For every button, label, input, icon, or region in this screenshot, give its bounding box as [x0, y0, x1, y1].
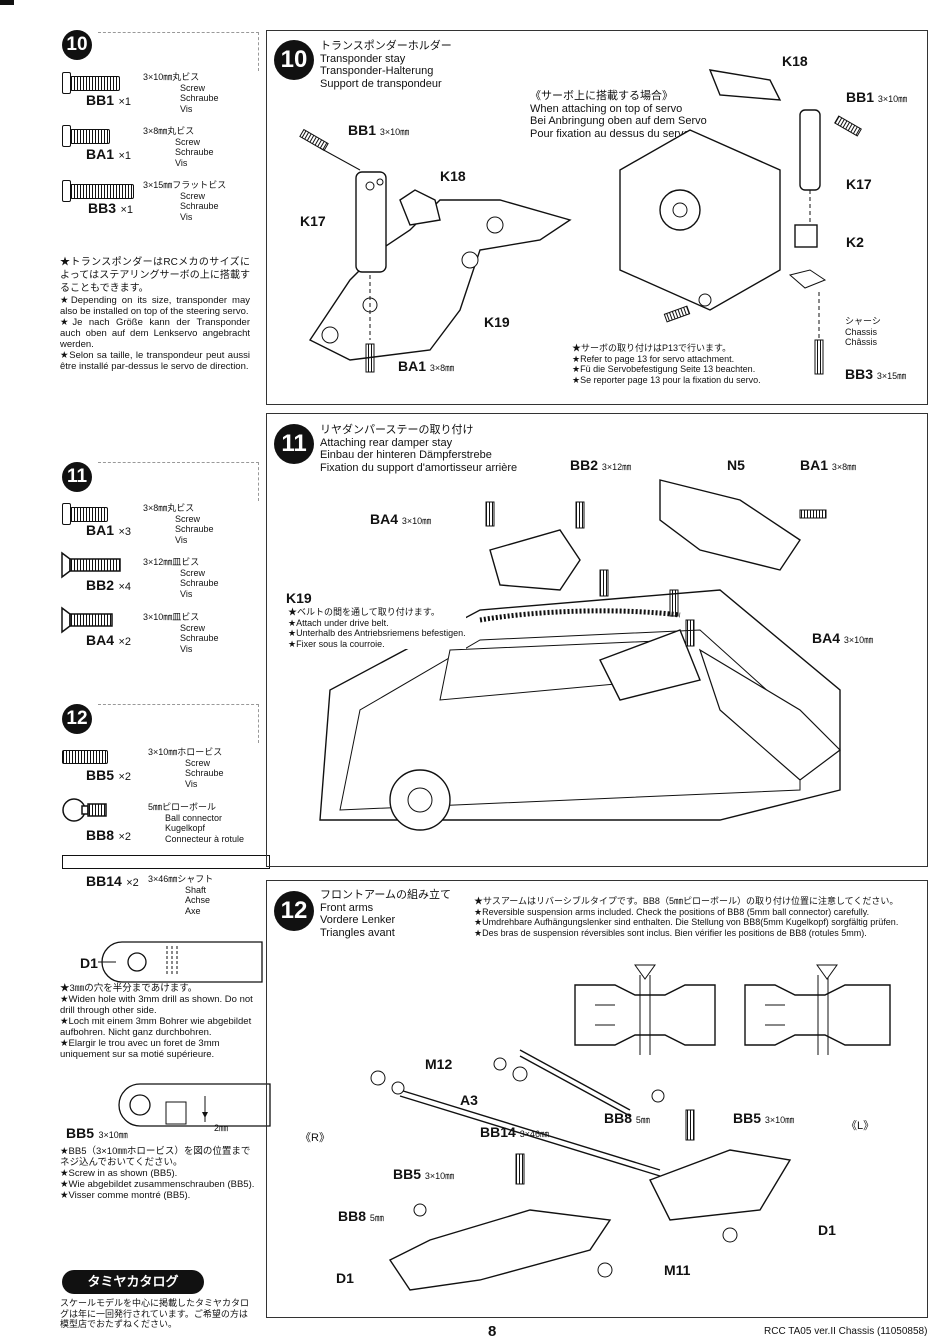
screw-note: ★BB5（3×10㎜ホロービス）を図の位置までネジ込んでおいてください。 ★Sc… — [60, 1146, 255, 1201]
label-bb8: BB8 5㎜ — [338, 1208, 384, 1224]
ball-connector-icon — [62, 798, 107, 822]
label-bb1: BB1 3×10㎜ — [846, 89, 908, 105]
part-desc: 3×10㎜皿ビス Screw Schraube Vis — [143, 612, 219, 654]
step-12-badge: 12 — [62, 704, 92, 734]
step-12-title: フロントアームの組み立て Front arms Vordere Lenker T… — [320, 889, 452, 939]
drill-diagram — [98, 941, 263, 983]
label-m12: M12 — [425, 1056, 453, 1072]
label-bb8: BB8 5㎜ — [604, 1110, 650, 1126]
screw-icon — [70, 184, 134, 199]
page-number: 8 — [488, 1323, 497, 1340]
step-10-badge: 10 — [62, 30, 92, 60]
servo-mount-drawing — [619, 69, 862, 375]
label-k18: K18 — [782, 53, 808, 69]
label-bb3: BB3 3×15㎜ — [845, 366, 907, 382]
step-12-panel — [266, 880, 928, 1318]
label-ba1: BA1 3×8㎜ — [800, 457, 857, 473]
drill-note: ★3㎜の穴を半分まであけます。 ★Widen hole with 3mm dri… — [60, 983, 253, 1060]
step-11-main-badge: 11 — [274, 424, 314, 464]
label-k19: K19 — [286, 590, 312, 606]
label-bb5: BB5 3×10㎜ — [733, 1110, 795, 1126]
part-ba4: BA4 ×2 — [86, 632, 132, 648]
dim-2mm: 2㎜ — [214, 1123, 229, 1133]
step-10-main-badge: 10 — [274, 40, 314, 80]
step-12-main-badge: 12 — [274, 891, 314, 931]
rear-damper-stay-drawing — [319, 479, 841, 831]
label-k18: K18 — [440, 168, 466, 184]
step-11-panel — [266, 413, 928, 867]
servo-mount-note: 《サーボ上に搭載する場合》 When attaching on top of s… — [530, 90, 707, 140]
countersunk-screw-icon — [61, 606, 113, 634]
step-header-line — [98, 704, 259, 743]
part-desc: 5㎜ピローボール Ball connector Kugelkopf Connec… — [148, 802, 245, 844]
label-k17: K17 — [846, 176, 872, 192]
label-d1: D1 — [336, 1270, 354, 1286]
part-desc: 3×12㎜皿ビス Screw Schraube Vis — [143, 557, 219, 599]
part-bb5: BB5 ×2 — [86, 767, 132, 783]
label-m11: M11 — [664, 1262, 691, 1278]
label-k17: K17 — [300, 213, 326, 229]
label-k19: K19 — [484, 314, 510, 330]
label-n5: N5 — [727, 457, 745, 473]
transponder-note: ★トランスポンダーはRCメカのサイズによってはステアリングサーボの上に搭載するこ… — [60, 257, 250, 372]
bb5-label: BB5 3×10㎜ — [66, 1125, 128, 1141]
part-bb2: BB2 ×4 — [86, 577, 132, 593]
part-bb1: BB1 ×1 — [86, 92, 132, 108]
screw-in-diagram — [118, 1083, 271, 1127]
catalog-text: スケールモデルを中心に掲載したタミヤカタログは年に一回発行されています。ご希望の… — [60, 1298, 250, 1329]
step-header-line — [98, 32, 259, 71]
step-header-line — [98, 462, 259, 501]
step-10-panel — [266, 30, 928, 405]
label-bb2: BB2 3×12㎜ — [570, 457, 632, 473]
model-footer: RCC TA05 ver.II Chassis (11050858) — [764, 1326, 928, 1337]
screw-icon — [70, 507, 108, 522]
part-desc: 3×8㎜丸ビス Screw Schraube Vis — [143, 126, 214, 168]
step-10-title: トランスポンダーホルダー Transponder stay Transponde… — [320, 40, 452, 90]
shaft-icon — [62, 855, 270, 869]
screw-icon — [70, 76, 120, 91]
transponder-stay-drawing — [299, 128, 572, 373]
label-chassis: シャーシ Chassis Châssis — [845, 316, 881, 347]
belt-note: ★ベルトの間を通して取り付けます。 ★Attach under drive be… — [288, 607, 466, 649]
part-ba1: BA1 ×3 — [86, 522, 132, 538]
part-desc: 3×8㎜丸ビス Screw Schraube Vis — [143, 503, 214, 545]
label-left: 《L》 — [846, 1120, 875, 1132]
label-d1: D1 — [818, 1222, 836, 1238]
countersunk-screw-icon — [61, 551, 121, 579]
part-bb14: BB14 ×2 — [86, 873, 139, 889]
label-bb1: BB1 3×10㎜ — [348, 122, 410, 138]
label-bb14: BB14 3×46㎜ — [480, 1124, 549, 1140]
d1-label: D1 — [80, 955, 98, 971]
part-desc: 3×46㎜シャフト Shaft Achse Axe — [148, 874, 214, 916]
label-ba1: BA1 3×8㎜ — [398, 358, 455, 374]
label-right: 《R》 — [300, 1132, 330, 1144]
part-bb3: BB3 ×1 — [88, 200, 134, 216]
arm-positions-drawing — [574, 964, 891, 1055]
step-11-title: リヤダンパーステーの取り付け Attaching rear damper sta… — [320, 424, 518, 474]
screw-icon — [70, 129, 110, 144]
catalog-badge: タミヤカタログ — [62, 1270, 204, 1294]
hollow-screw-icon — [62, 750, 108, 764]
label-k2: K2 — [846, 234, 864, 250]
servo-reference-note: ★サーボの取り付けはP13で行います。 ★Refer to page 13 fo… — [572, 343, 761, 385]
part-desc: 3×10㎜丸ビス Screw Schraube Vis — [143, 72, 219, 114]
part-ba1: BA1 ×1 — [86, 146, 132, 162]
part-bb8: BB8 ×2 — [86, 827, 132, 843]
step-11-badge: 11 — [62, 462, 92, 492]
reversible-arms-note: ★サスアームはリバーシブルタイプです。BB8（5㎜ピローボール）の取り付け位置に… — [474, 896, 899, 938]
label-a3: A3 — [460, 1092, 478, 1108]
corner-mark — [0, 0, 14, 5]
part-desc: 3×10㎜ホロービス Screw Schraube Vis — [148, 747, 224, 789]
label-bb5: BB5 3×10㎜ — [393, 1166, 455, 1182]
label-ba4: BA4 3×10㎜ — [370, 511, 432, 527]
part-desc: 3×15㎜フラットビス Screw Schraube Vis — [143, 180, 227, 222]
label-ba4: BA4 3×10㎜ — [812, 630, 874, 646]
front-arms-drawing — [370, 1049, 792, 1291]
